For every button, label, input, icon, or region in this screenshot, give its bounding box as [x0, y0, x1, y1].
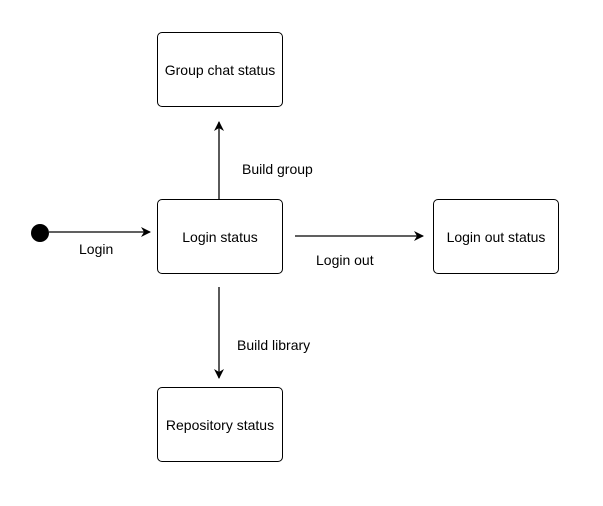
state-logout-label: Login out status: [446, 228, 546, 245]
state-group-chat: Group chat status: [157, 32, 283, 107]
state-login: Login status: [157, 199, 283, 274]
state-login-label: Login status: [182, 228, 258, 245]
state-repository-label: Repository status: [165, 416, 275, 433]
initial-state-dot: [31, 224, 49, 242]
transition-label-build-group: Build group: [242, 161, 313, 177]
transition-label-login-out: Login out: [316, 252, 374, 268]
state-repository: Repository status: [157, 387, 283, 462]
transition-label-build-library: Build library: [237, 337, 311, 353]
state-group-chat-label: Group chat status: [164, 61, 276, 78]
state-logout: Login out status: [433, 199, 559, 274]
transition-label-login: Login: [79, 241, 114, 257]
